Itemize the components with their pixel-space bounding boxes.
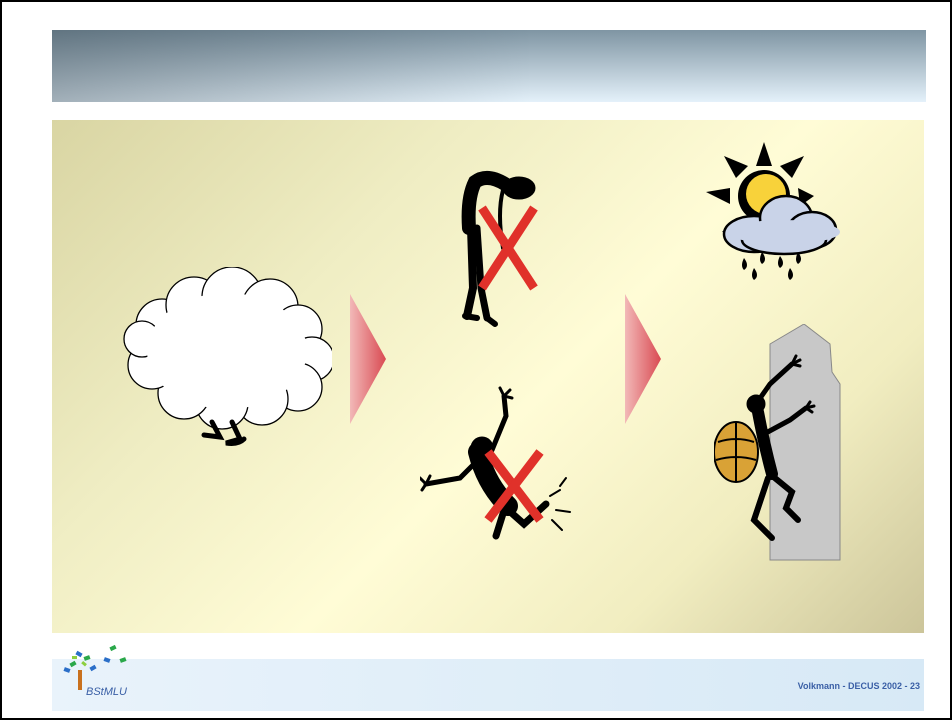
footer-band xyxy=(52,659,924,711)
arrow-right-icon xyxy=(625,294,661,424)
header-band xyxy=(52,30,926,102)
person-in-cloud-icon xyxy=(122,267,332,452)
sun-rain-cloud-icon xyxy=(704,142,844,280)
climber-with-backpack-icon xyxy=(714,324,844,562)
footer-text: Volkmann - DECUS 2002 - 23 xyxy=(798,681,920,691)
brand-label: BStMLU xyxy=(86,686,127,698)
red-cross-icon xyxy=(484,448,544,524)
red-cross-icon xyxy=(478,204,538,292)
tree-logo-icon xyxy=(62,644,132,692)
arrow-right-icon xyxy=(350,294,386,424)
